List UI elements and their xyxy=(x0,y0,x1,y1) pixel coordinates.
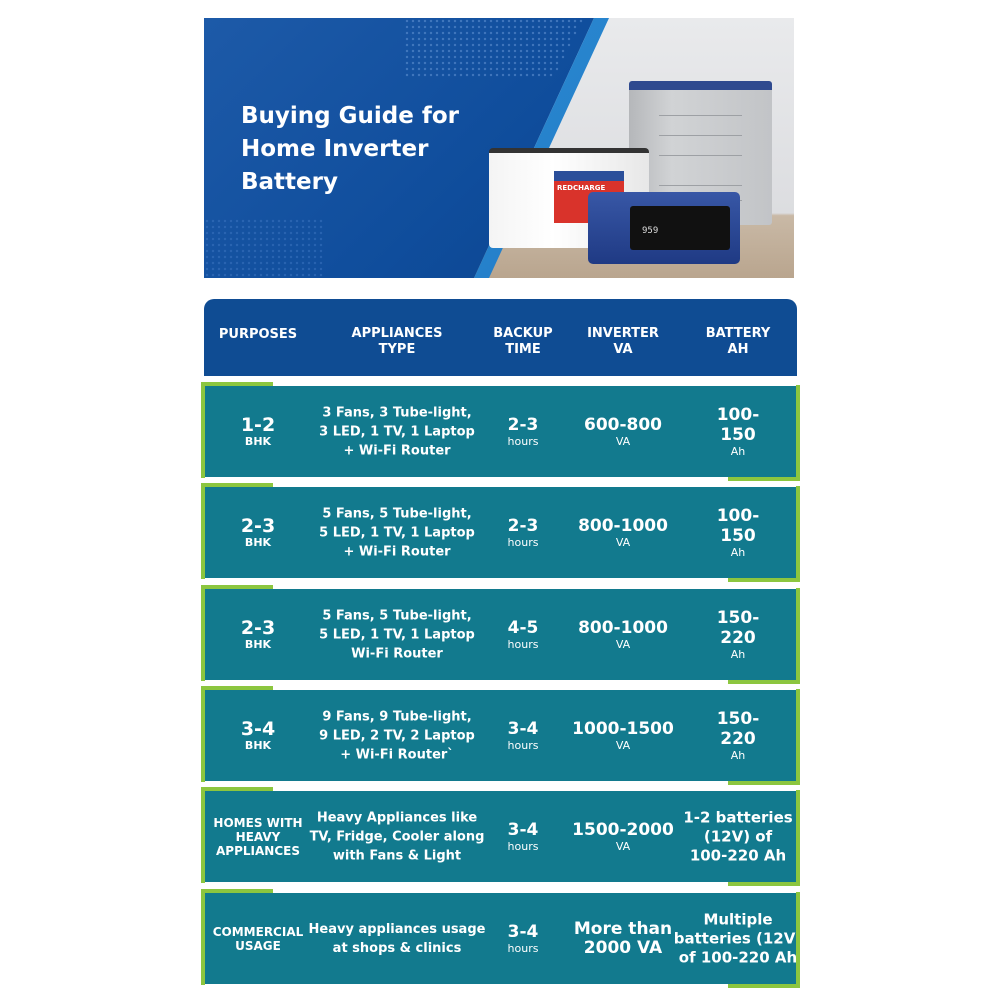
banner-dot-pattern xyxy=(404,18,584,78)
backup-unit: hours xyxy=(507,839,539,853)
battery-unit: Ah xyxy=(730,444,746,458)
backup-unit: hours xyxy=(507,637,539,651)
header-purposes: PURPOSES xyxy=(218,327,298,342)
appliances-cell: 9 Fans, 9 Tube-light, 9 LED, 2 TV, 2 Lap… xyxy=(319,709,475,762)
banner-dot-pattern xyxy=(204,218,324,278)
header-backup-time: BACKUP TIME xyxy=(493,326,553,357)
inverter-unit: VA xyxy=(615,839,631,853)
backup-value: 3-4 xyxy=(507,921,539,942)
battery-unit: Ah xyxy=(730,545,746,559)
appliances-cell: 5 Fans, 5 Tube-light, 5 LED, 1 TV, 1 Lap… xyxy=(319,608,475,661)
inverter-image: 959 xyxy=(588,192,740,264)
backup-unit: hours xyxy=(507,434,539,448)
header-appliances-type: APPLIANCES TYPE xyxy=(351,326,443,357)
backup-value: 3-4 xyxy=(507,718,539,739)
backup-value: 2-3 xyxy=(507,414,539,435)
battery-unit: Ah xyxy=(730,647,746,661)
backup-unit: hours xyxy=(507,535,539,549)
banner-title: Buying Guide for Home Inverter Battery xyxy=(241,103,459,195)
inverter-value: 800-1000 xyxy=(578,617,668,638)
inverter-unit: VA xyxy=(615,738,631,752)
inverter-unit: VA xyxy=(615,535,631,549)
inverter-value: 800-1000 xyxy=(578,515,668,536)
appliances-cell: Heavy appliances usage at shops & clinic… xyxy=(308,921,486,956)
purpose-value: 2-3 xyxy=(240,514,276,537)
purpose-unit: BHK xyxy=(244,434,272,448)
header-inverter-va: INVERTER VA xyxy=(587,326,659,357)
purpose-value: 2-3 xyxy=(240,616,276,639)
battery-unit: Ah xyxy=(730,748,746,762)
appliances-cell: 3 Fans, 3 Tube-light, 3 LED, 1 TV, 1 Lap… xyxy=(319,405,475,458)
battery-cell: 1-2 batteries (12V) of 100-220 Ah xyxy=(683,808,793,864)
backup-value: 3-4 xyxy=(507,819,539,840)
battery-value: 100-150 xyxy=(716,505,760,546)
backup-unit: hours xyxy=(507,941,539,955)
purpose-value: 3-4 xyxy=(240,717,276,740)
inverter-display: 959 xyxy=(630,206,730,250)
battery-cell: Multiple batteries (12V) of 100-220 Ah xyxy=(673,910,803,966)
purpose-unit: BHK xyxy=(244,738,272,752)
inverter-unit: VA xyxy=(615,637,631,651)
backup-unit: hours xyxy=(507,738,539,752)
inverter-value: 1500-2000 xyxy=(572,819,674,840)
inverter-cell: More than 2000 VA xyxy=(573,918,673,958)
purpose-cell: HOMES WITH HEAVY APPLIANCES xyxy=(213,815,303,858)
purpose-cell: COMMERCIAL USAGE xyxy=(212,924,304,953)
table-header: PURPOSES APPLIANCES TYPE BACKUP TIME INV… xyxy=(204,299,797,376)
inverter-value: 1000-1500 xyxy=(572,718,674,739)
purpose-value: 1-2 xyxy=(240,413,276,436)
appliances-cell: Heavy Appliances like TV, Fridge, Cooler… xyxy=(309,810,485,863)
header-battery-ah: BATTERY AH xyxy=(705,326,771,357)
battery-value: 150-220 xyxy=(716,607,760,648)
purpose-unit: BHK xyxy=(244,637,272,651)
backup-value: 4-5 xyxy=(507,617,539,638)
inverter-unit: VA xyxy=(615,434,631,448)
inverter-value: 600-800 xyxy=(583,414,663,435)
battery-value: 100-150 xyxy=(716,404,760,445)
purpose-unit: BHK xyxy=(244,535,272,549)
inverter-display-value: 959 xyxy=(642,226,659,236)
banner: Buying Guide for Home Inverter Battery R… xyxy=(204,18,794,278)
backup-value: 2-3 xyxy=(507,515,539,536)
battery-value: 150-220 xyxy=(716,708,760,749)
appliances-cell: 5 Fans, 5 Tube-light, 5 LED, 1 TV, 1 Lap… xyxy=(319,506,475,559)
